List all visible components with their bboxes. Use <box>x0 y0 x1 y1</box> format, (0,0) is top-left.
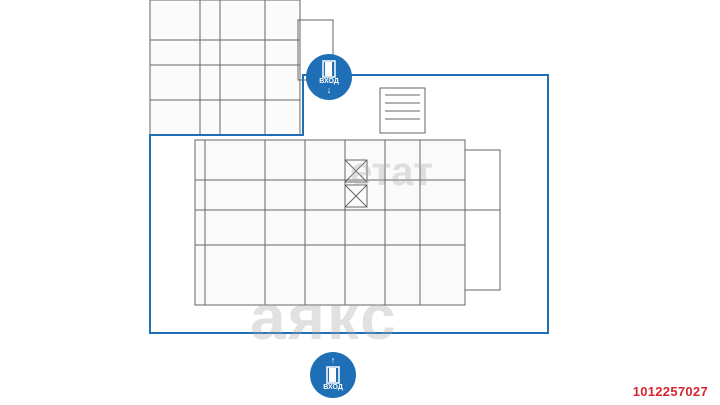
arrow-up-icon: ↑ <box>330 355 336 365</box>
watermark: аякс <box>250 281 398 353</box>
door-icon <box>326 366 340 384</box>
entrance-badge-top: ВХОД ↓ <box>306 54 352 100</box>
entrance-label: ВХОД <box>319 78 339 85</box>
entrance-badge-bottom: ↑ ВХОД <box>310 352 356 398</box>
entrance-label: ВХОД <box>323 384 343 391</box>
highlighted-area-outline <box>149 74 549 334</box>
arrow-down-icon: ↓ <box>326 85 332 95</box>
listing-id: 1012257027 <box>632 384 708 399</box>
door-icon <box>322 60 336 78</box>
watermark: етат <box>350 150 434 194</box>
plan-walls <box>149 0 501 306</box>
